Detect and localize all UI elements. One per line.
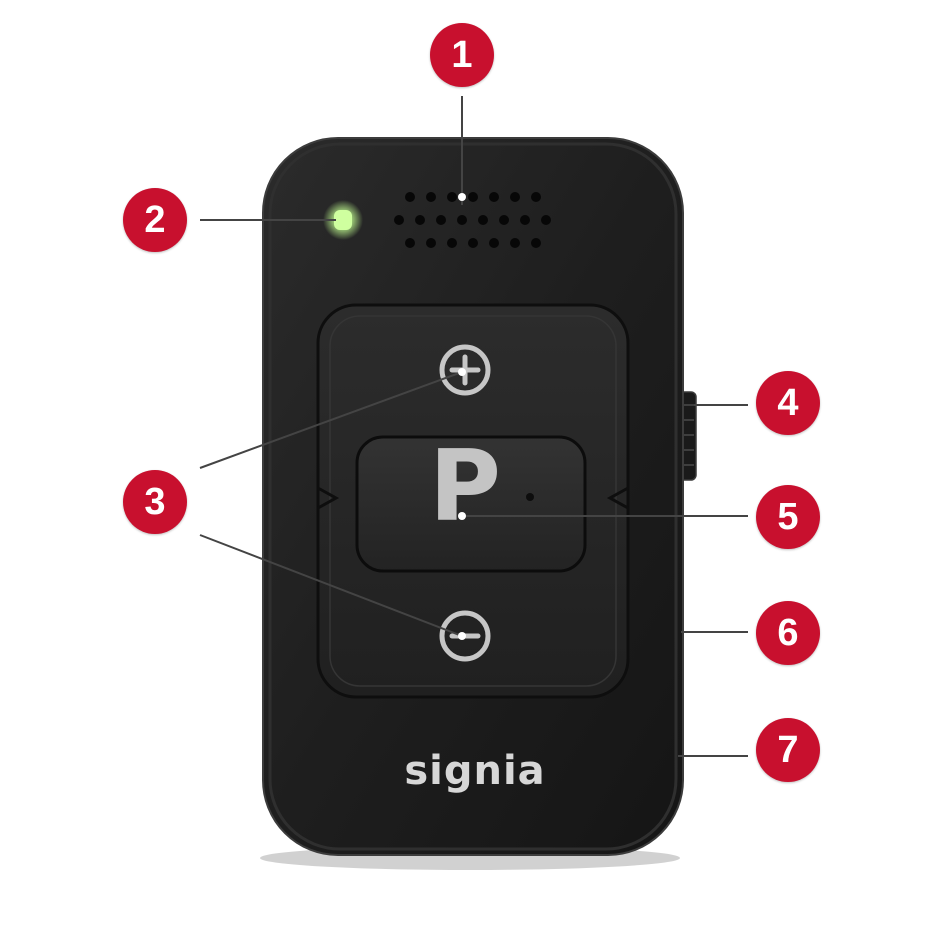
side-switch-ridges xyxy=(684,404,694,466)
callout-badge-1: 1 xyxy=(430,23,494,87)
callout-line-3a xyxy=(199,371,463,469)
program-button[interactable] xyxy=(355,435,587,573)
callout-badge-7: 7 xyxy=(756,718,820,782)
speaker-grille xyxy=(394,192,551,248)
callout-line-3b xyxy=(199,534,463,637)
status-led xyxy=(334,210,352,230)
minus-icon xyxy=(439,610,491,662)
callout-badge-6: 6 xyxy=(756,601,820,665)
program-key-label: P xyxy=(429,430,501,544)
callout-badge-2: 2 xyxy=(123,188,187,252)
plus-icon xyxy=(439,344,491,396)
callout-badge-5: 5 xyxy=(756,485,820,549)
callout-lines xyxy=(199,96,748,757)
callout-badge-3: 3 xyxy=(123,470,187,534)
callout-badge-4: 4 xyxy=(756,371,820,435)
panel-notch-left xyxy=(317,486,340,510)
callout-dots xyxy=(458,193,466,640)
program-button-dot xyxy=(526,493,534,501)
brand-logo: signia xyxy=(404,748,546,794)
panel-notch-right xyxy=(606,486,629,510)
device-body-highlight xyxy=(268,142,678,851)
